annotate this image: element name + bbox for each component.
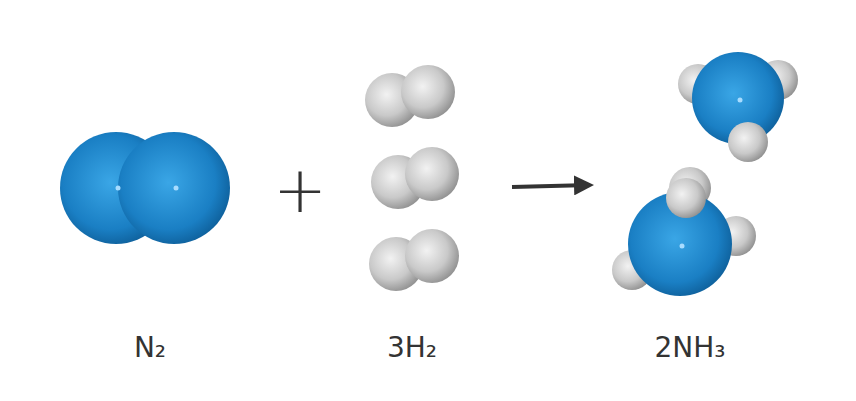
h2-molecules — [365, 65, 459, 291]
plus-sign: + — [273, 158, 327, 222]
nh3-molecule — [612, 167, 756, 296]
formula-label: 2NH₃ — [654, 334, 725, 362]
reaction-arrow — [512, 185, 590, 187]
n2-molecule — [60, 132, 230, 244]
nh3-molecule — [678, 52, 798, 162]
formula-label: N₂ — [134, 334, 166, 362]
formula-label: 3H₂ — [387, 334, 437, 362]
